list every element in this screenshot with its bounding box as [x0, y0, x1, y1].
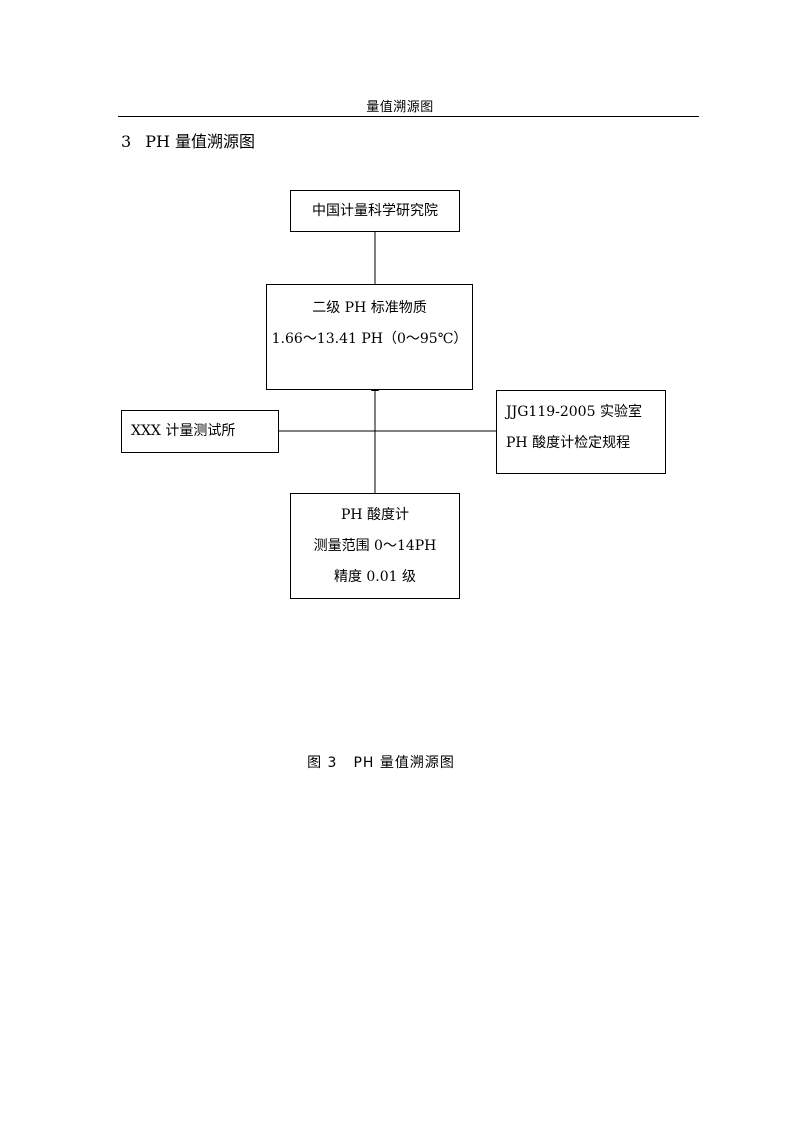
node-reference-material: 二级 PH 标准物质 1.66～13.41 PH（0～95℃）: [266, 284, 473, 390]
section-title-text: PH 量值溯源图: [145, 132, 255, 151]
node-verification-regulation-line1: JJG119-2005 实验室: [506, 404, 642, 420]
section-title: 3 PH 量值溯源图: [121, 128, 255, 152]
node-verification-regulation-line2: PH 酸度计检定规程: [506, 435, 631, 451]
node-testing-institute: XXX 计量测试所: [121, 410, 279, 453]
node-national-institute-label: 中国计量科学研究院: [312, 203, 438, 219]
section-number: 3: [121, 132, 132, 151]
figure-caption-title: PH 量值溯源图: [353, 755, 455, 771]
header-rule: [118, 116, 699, 117]
figure-caption-number: 图 3: [307, 755, 338, 771]
node-reference-material-line1: 二级 PH 标准物质: [312, 300, 427, 316]
node-ph-meter-line2: 测量范围 0～14PH: [313, 538, 437, 554]
running-header: 量值溯源图: [366, 100, 434, 115]
node-ph-meter-line1: PH 酸度计: [340, 507, 410, 523]
node-national-institute: 中国计量科学研究院: [290, 190, 460, 232]
figure-caption: 图 3 PH 量值溯源图: [0, 752, 762, 772]
node-testing-institute-label: XXX 计量测试所: [131, 423, 236, 439]
node-verification-regulation: JJG119-2005 实验室 PH 酸度计检定规程: [496, 390, 666, 474]
node-reference-material-line2: 1.66～13.41 PH（0～95℃）: [271, 331, 468, 347]
node-ph-meter: PH 酸度计 测量范围 0～14PH 精度 0.01 级: [290, 493, 460, 599]
node-ph-meter-line3: 精度 0.01 级: [333, 569, 417, 585]
